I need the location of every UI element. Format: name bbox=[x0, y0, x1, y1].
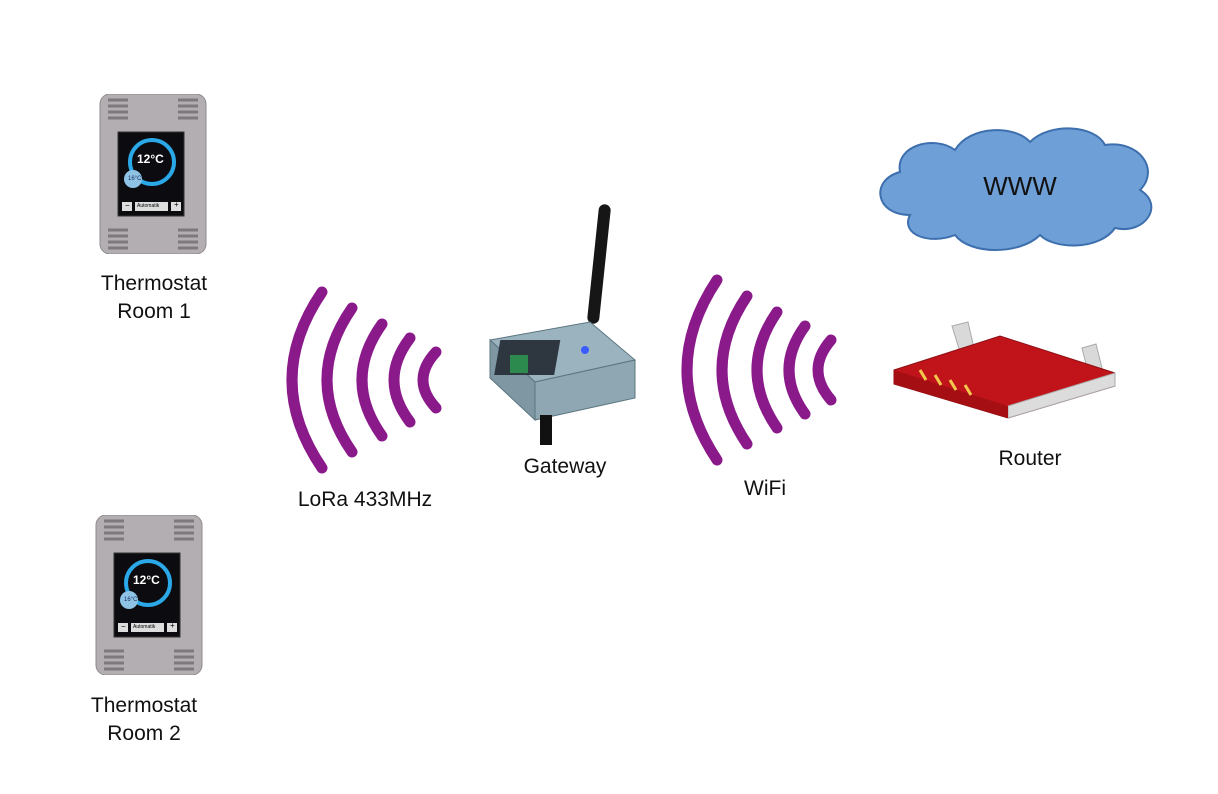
thermostat-2-temp: 12°C bbox=[133, 573, 160, 587]
thermostat-1-plus: + bbox=[174, 200, 179, 209]
thermostat-1-label-line2: Room 1 bbox=[117, 300, 191, 323]
wifi-signal-wave-icon bbox=[681, 274, 837, 466]
wifi-label: WiFi bbox=[744, 477, 786, 500]
router-icon bbox=[893, 321, 1116, 419]
thermostat-2-label-line2: Room 2 bbox=[107, 722, 181, 745]
thermostat-2-mode: Automatik bbox=[133, 624, 156, 630]
cloud-label: WWW bbox=[983, 171, 1057, 201]
thermostat-1-temp: 12°C bbox=[137, 152, 164, 166]
thermostat-1-label: Thermostat Room 1 bbox=[84, 270, 224, 326]
lora-signal-wave-icon bbox=[286, 286, 442, 474]
thermostat-2-label-line1: Thermostat bbox=[90, 694, 198, 717]
thermostat-1-setpoint: 16°C bbox=[128, 176, 142, 182]
lora-label: LoRa 433MHz bbox=[297, 488, 433, 511]
gateway-icon bbox=[488, 204, 637, 445]
thermostat-2-setpoint: 16°C bbox=[124, 597, 138, 603]
thermostat-room-2-icon bbox=[95, 515, 203, 675]
thermostat-2-label: Thermostat Room 2 bbox=[74, 692, 214, 748]
router-label: Router bbox=[998, 447, 1062, 470]
thermostat-1-mode: Automatik bbox=[137, 203, 160, 209]
thermostat-2-minus: − bbox=[121, 622, 126, 631]
thermostat-2-plus: + bbox=[170, 621, 175, 630]
thermostat-1-minus: − bbox=[125, 201, 130, 210]
cloud-icon bbox=[879, 127, 1153, 251]
thermostat-1-label-line1: Thermostat bbox=[100, 272, 208, 295]
gateway-label: Gateway bbox=[523, 455, 607, 478]
thermostat-room-1-icon bbox=[99, 94, 207, 254]
